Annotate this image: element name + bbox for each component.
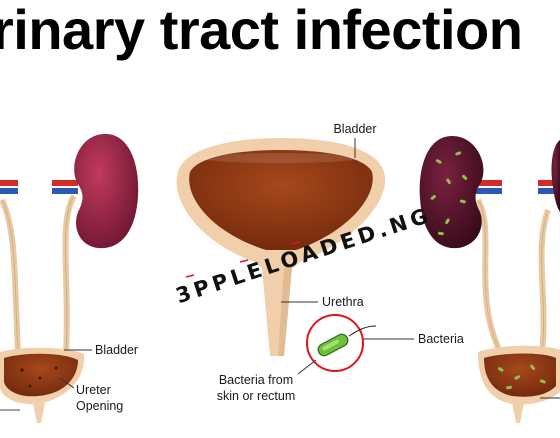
left-urethra	[33, 403, 45, 423]
center-bladder-lumen	[189, 150, 373, 250]
right-urethra	[512, 403, 524, 423]
center-bladder-detail	[176, 138, 386, 356]
label-source-line2: skin or rectum	[217, 389, 296, 403]
label-urethra: Urethra	[322, 295, 364, 309]
label-bladder-left: Bladder	[95, 343, 138, 357]
label-ureter-line1: Ureter	[76, 383, 111, 397]
left-ureter-left	[0, 198, 21, 353]
infected-kidney	[419, 136, 484, 249]
label-bladder-top: Bladder	[333, 122, 376, 136]
left-artery	[52, 180, 78, 186]
infected-kidney-partial	[551, 140, 560, 212]
left-vein	[52, 188, 78, 194]
left-urinary-system	[0, 133, 139, 423]
label-ureter-line2: Opening	[76, 399, 123, 413]
label-source-line1: Bacteria from	[219, 373, 293, 387]
page-title: rinary tract infection	[0, 0, 523, 61]
left-kidney	[74, 133, 139, 249]
label-bacteria: Bacteria	[418, 332, 464, 346]
bacteria-highlight	[297, 314, 414, 375]
right-urinary-system	[419, 136, 560, 423]
watermark-dashes	[185, 241, 301, 278]
